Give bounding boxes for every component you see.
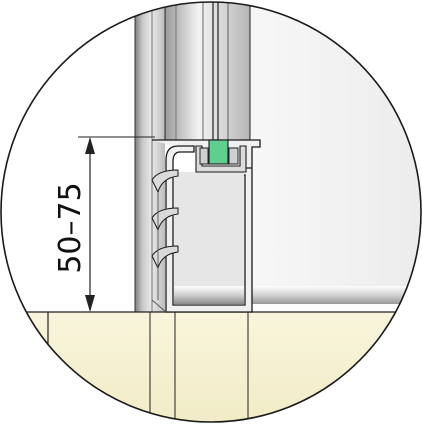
dimension-arrow-top — [85, 137, 95, 154]
glass-panel-bottom-shade — [250, 286, 421, 304]
vertical-frame — [165, 2, 250, 140]
floor — [1, 312, 421, 422]
dimension-label: 50–75 — [53, 182, 88, 273]
profile-section — [151, 139, 261, 313]
dimension-arrow-bottom — [85, 295, 95, 312]
glass-panel-background — [250, 2, 421, 300]
wall-post — [135, 2, 165, 312]
glass-seal — [208, 139, 229, 165]
